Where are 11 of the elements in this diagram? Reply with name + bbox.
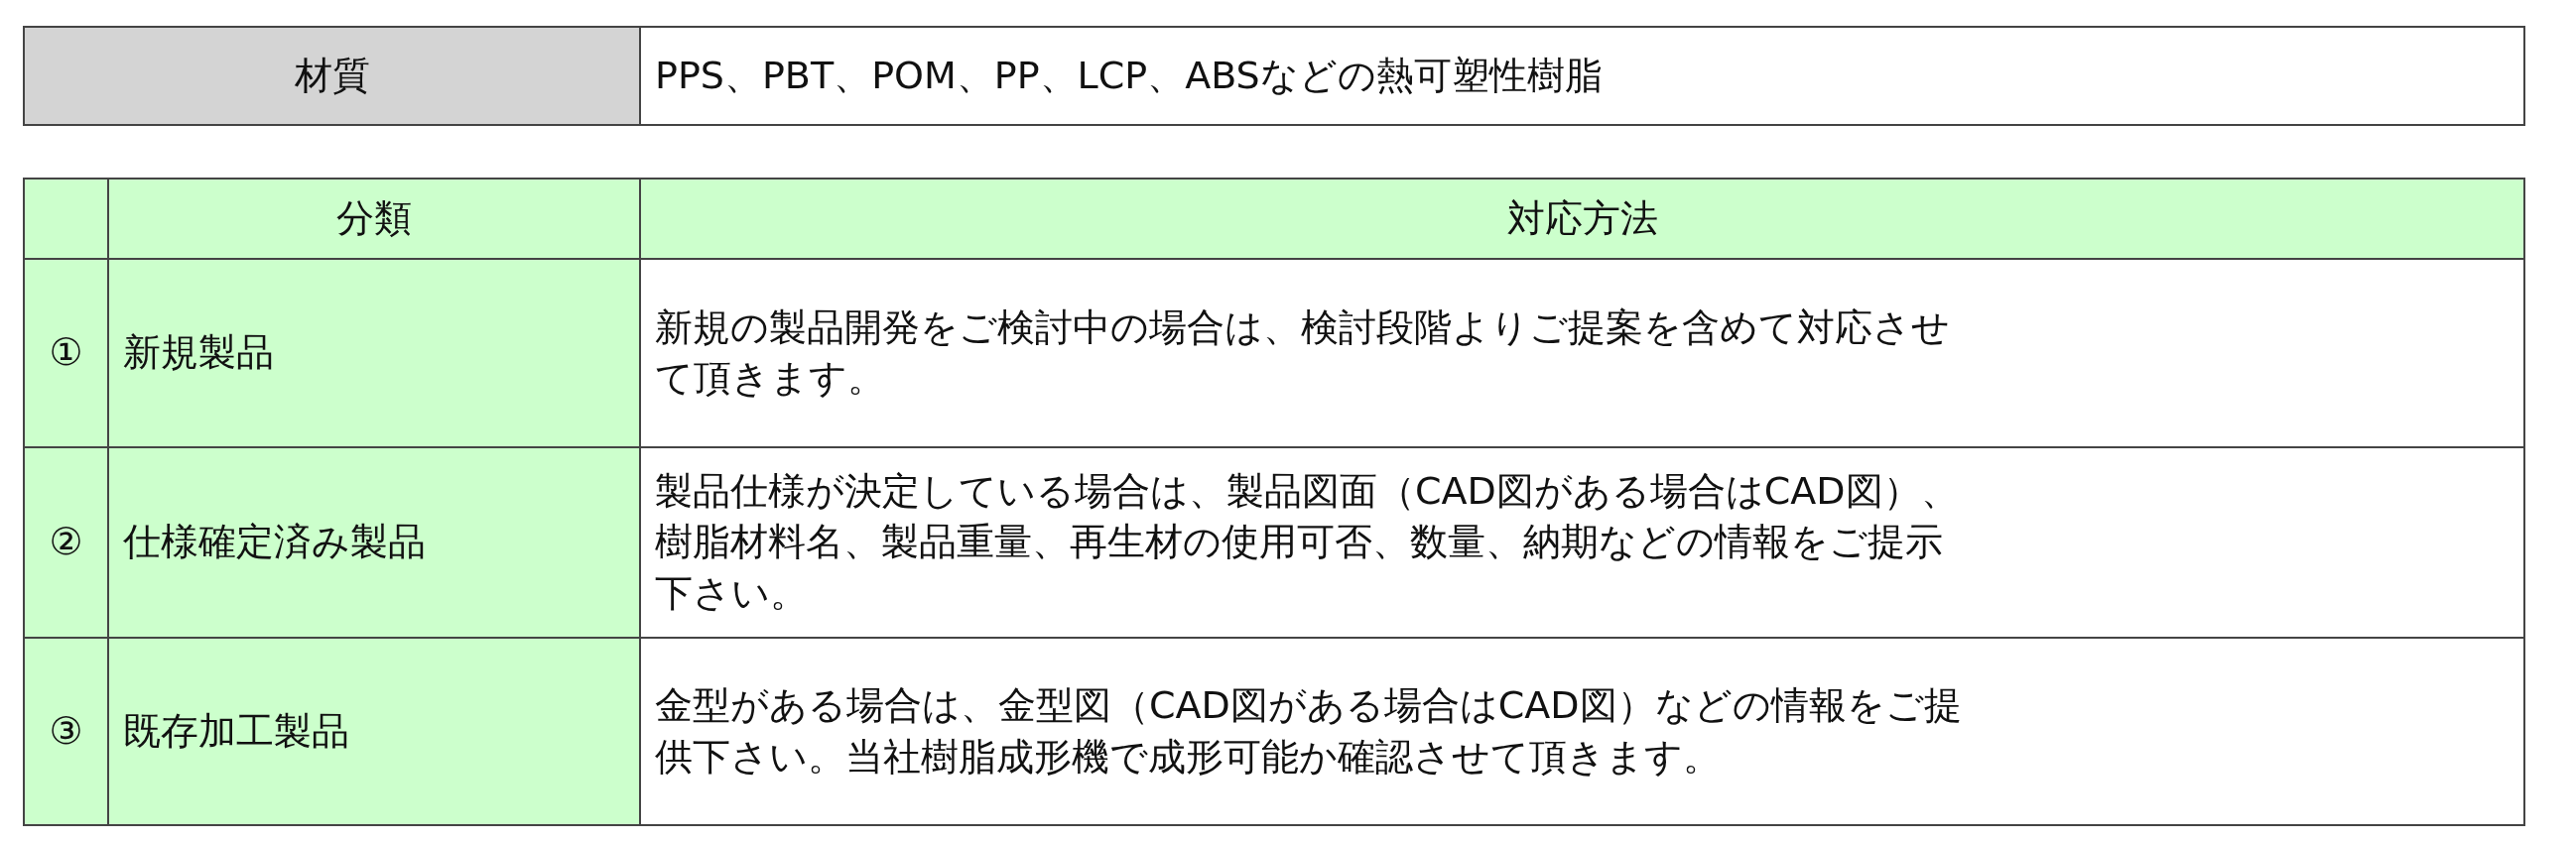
header-cell: 対応方法	[639, 178, 2525, 260]
header-cell: 分類	[107, 178, 641, 260]
row-number: ①	[23, 258, 109, 448]
description-text: 金型がある場合は、金型図（CAD図がある場合はCAD図）などの情報をご提供下さい。当社樹脂成形機で成形可能か確認させて頂きます。	[639, 637, 2525, 826]
category-name: 新規製品	[107, 258, 641, 448]
row-number: ②	[23, 446, 109, 639]
header-cell: 材質	[23, 26, 641, 126]
row-number: ③	[23, 637, 109, 826]
category-name: 仕様確定済み製品	[107, 446, 641, 639]
material-text: PPS、PBT、POM、PP、LCP、ABSなどの熱可塑性樹脂	[639, 26, 2525, 126]
category-name: 既存加工製品	[107, 637, 641, 826]
